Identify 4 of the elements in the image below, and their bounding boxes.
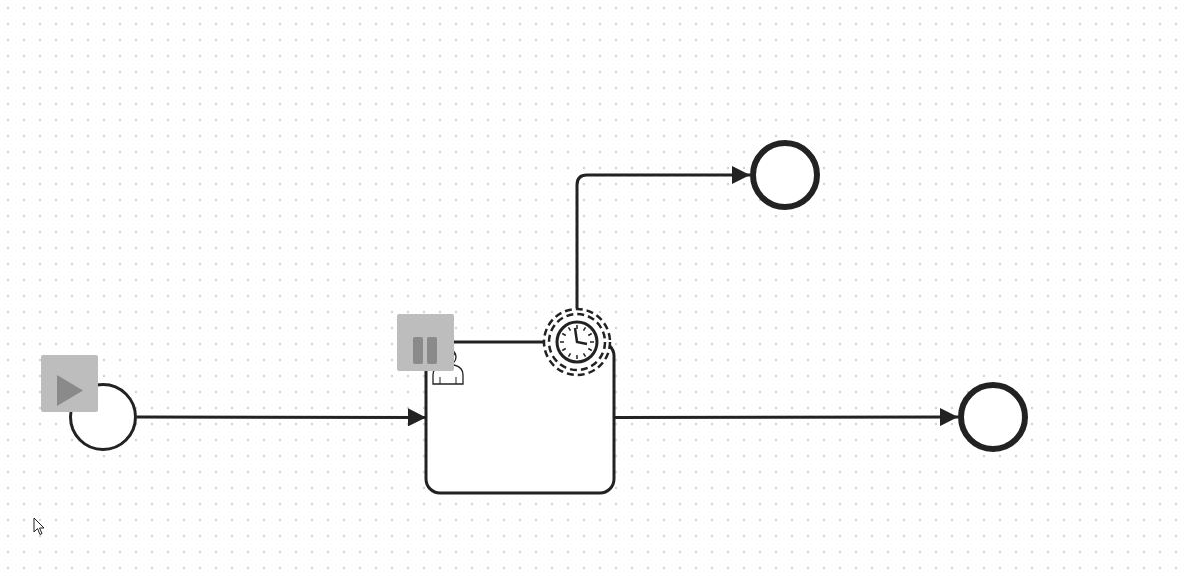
sequence-flow-arrow [137,408,426,427]
user-task-box [422,338,618,497]
sequence-flow-arrow [575,166,750,308]
sequence-flow-arrow [614,408,958,427]
